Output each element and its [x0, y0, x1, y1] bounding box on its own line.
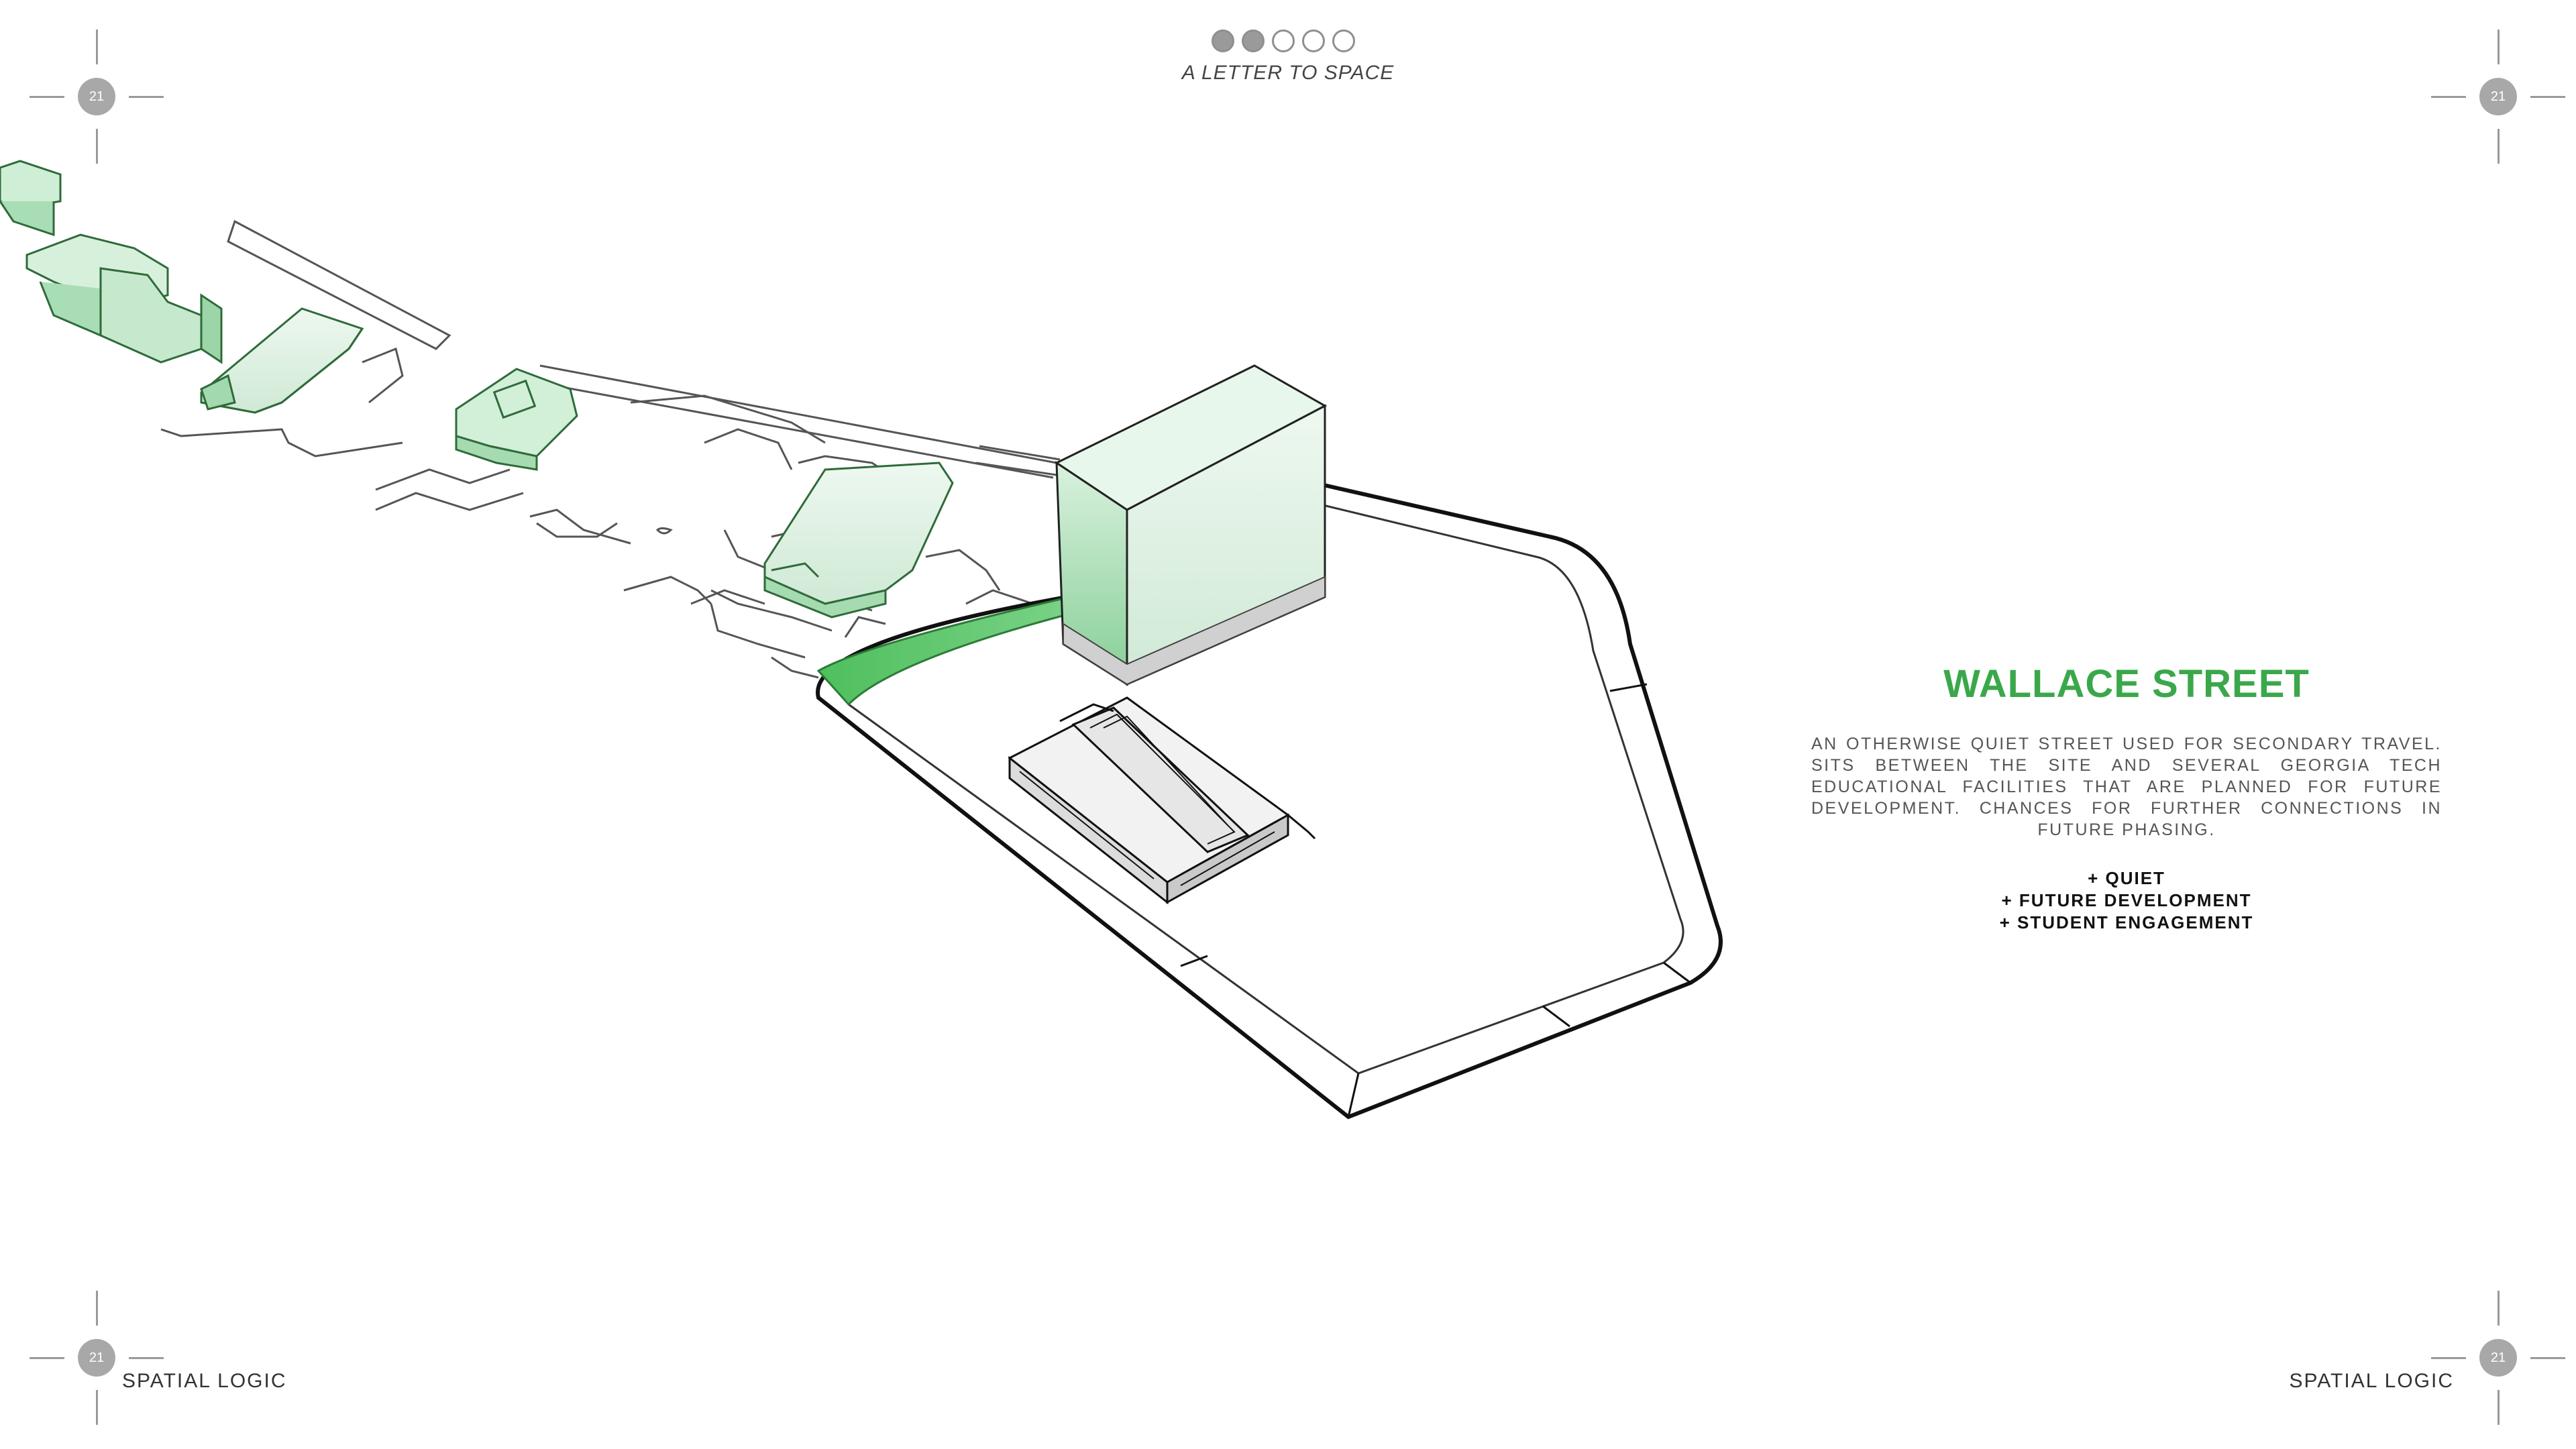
corner-mark-bottom-right: 21 [2431, 1291, 2565, 1425]
progress-dot-3 [1272, 30, 1295, 52]
page-number: 21 [2479, 78, 2517, 115]
page-number: 21 [78, 1339, 115, 1377]
street-title: WALLACE STREET [1943, 662, 2310, 706]
progress-dot-2 [1242, 30, 1265, 52]
document-title: A LETTER TO SPACE [1181, 62, 1395, 84]
street-info-panel: WALLACE STREET AN OTHERWISE QUIET STREET… [1811, 661, 2442, 934]
street-description: AN OTHERWISE QUIET STREET USED FOR SECON… [1811, 735, 2442, 839]
attribute-item: + FUTURE DEVELOPMENT [2001, 890, 2252, 910]
site-building [1008, 696, 1316, 905]
progress-dot-5 [1332, 30, 1355, 52]
street-attributes: + QUIET + FUTURE DEVELOPMENT + STUDENT E… [1811, 867, 2442, 934]
corner-mark-top-right: 21 [2431, 30, 2565, 164]
context-road-outlines [133, 219, 1061, 679]
tower-building [1055, 364, 1328, 686]
context-buildings [0, 160, 954, 619]
page-number: 21 [2479, 1339, 2517, 1377]
corner-mark-bottom-left: 21 [30, 1291, 164, 1425]
attribute-item: + STUDENT ENGAGEMENT [1999, 912, 2254, 932]
footer-section-left: SPATIAL LOGIC [122, 1370, 287, 1392]
footer-section-right: SPATIAL LOGIC [2289, 1370, 2454, 1392]
page-number: 21 [78, 78, 115, 115]
progress-dots [1212, 30, 1355, 52]
corner-mark-top-left: 21 [30, 30, 164, 164]
wallace-street-highlight [816, 596, 1071, 706]
attribute-item: + QUIET [2088, 868, 2165, 888]
street-segment-lines [1180, 683, 1648, 1028]
progress-dot-4 [1302, 30, 1325, 52]
progress-dot-1 [1212, 30, 1234, 52]
